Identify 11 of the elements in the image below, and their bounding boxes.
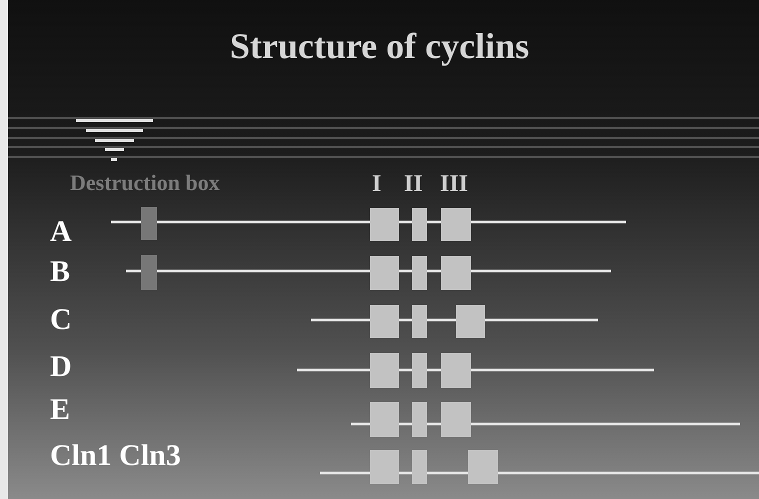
domain-label: III — [440, 172, 468, 196]
row-label: C — [50, 305, 72, 335]
row-label: Cln1 Cln3 — [50, 441, 181, 471]
title: Structure of cyclins — [230, 28, 530, 64]
row-label: B — [50, 257, 70, 287]
domain-label: II — [404, 172, 423, 196]
row-label: A — [50, 217, 72, 247]
row-label: D — [50, 352, 72, 382]
domain-label: Destruction box — [70, 172, 220, 194]
row-label: E — [50, 395, 70, 425]
domain-label: I — [372, 172, 382, 196]
